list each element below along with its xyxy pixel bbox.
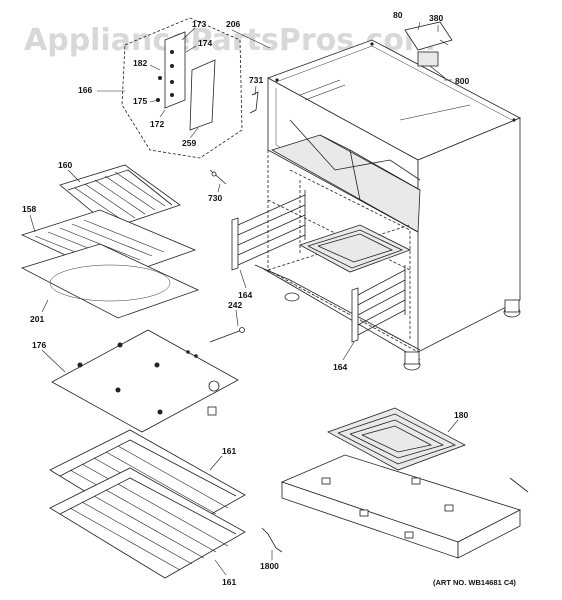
callout-182: 182 <box>133 58 147 68</box>
callout-161-top: 161 <box>222 446 236 456</box>
callout-175: 175 <box>133 96 147 106</box>
oven-racks-161 <box>49 429 246 579</box>
callout-174: 174 <box>198 38 212 48</box>
door-latch-group <box>121 17 243 159</box>
callout-164-left: 164 <box>238 290 252 300</box>
callout-201: 201 <box>30 314 44 324</box>
callout-1800: 1800 <box>260 561 279 571</box>
tool-1800 <box>261 527 283 553</box>
oven-cavity-assembly <box>231 39 521 371</box>
callout-labels: 173 174 182 166 175 172 259 206 80 380 8… <box>22 10 469 587</box>
callout-730: 730 <box>208 193 222 203</box>
bottom-panel-176 <box>51 329 239 433</box>
bake-element-and-tray <box>280 407 529 559</box>
bracket-731 <box>249 91 259 114</box>
callout-164-right: 164 <box>333 362 347 372</box>
callout-161-bottom: 161 <box>222 577 236 587</box>
callout-80: 80 <box>393 10 403 20</box>
callout-180: 180 <box>454 410 468 420</box>
callout-166: 166 <box>78 85 92 95</box>
leader-lines <box>29 21 459 576</box>
control-switch-assembly <box>404 21 453 79</box>
callout-172: 172 <box>150 119 164 129</box>
callout-158: 158 <box>22 204 36 214</box>
callout-176: 176 <box>32 340 46 350</box>
temperature-sensor-730 <box>209 169 227 185</box>
callout-160: 160 <box>58 160 72 170</box>
art-number: (ART NO. WB14681 C4) <box>433 578 516 587</box>
callout-242: 242 <box>228 300 242 310</box>
callout-206: 206 <box>226 19 240 29</box>
rack-guide-right <box>351 265 406 343</box>
broiler-pan-set <box>20 164 200 319</box>
part-242 <box>209 327 245 343</box>
callout-259: 259 <box>182 138 196 148</box>
callout-380: 380 <box>429 13 443 23</box>
rack-guide-left <box>231 190 306 271</box>
callout-800: 800 <box>455 76 469 86</box>
callout-731: 731 <box>249 75 263 85</box>
callout-173: 173 <box>192 19 206 29</box>
